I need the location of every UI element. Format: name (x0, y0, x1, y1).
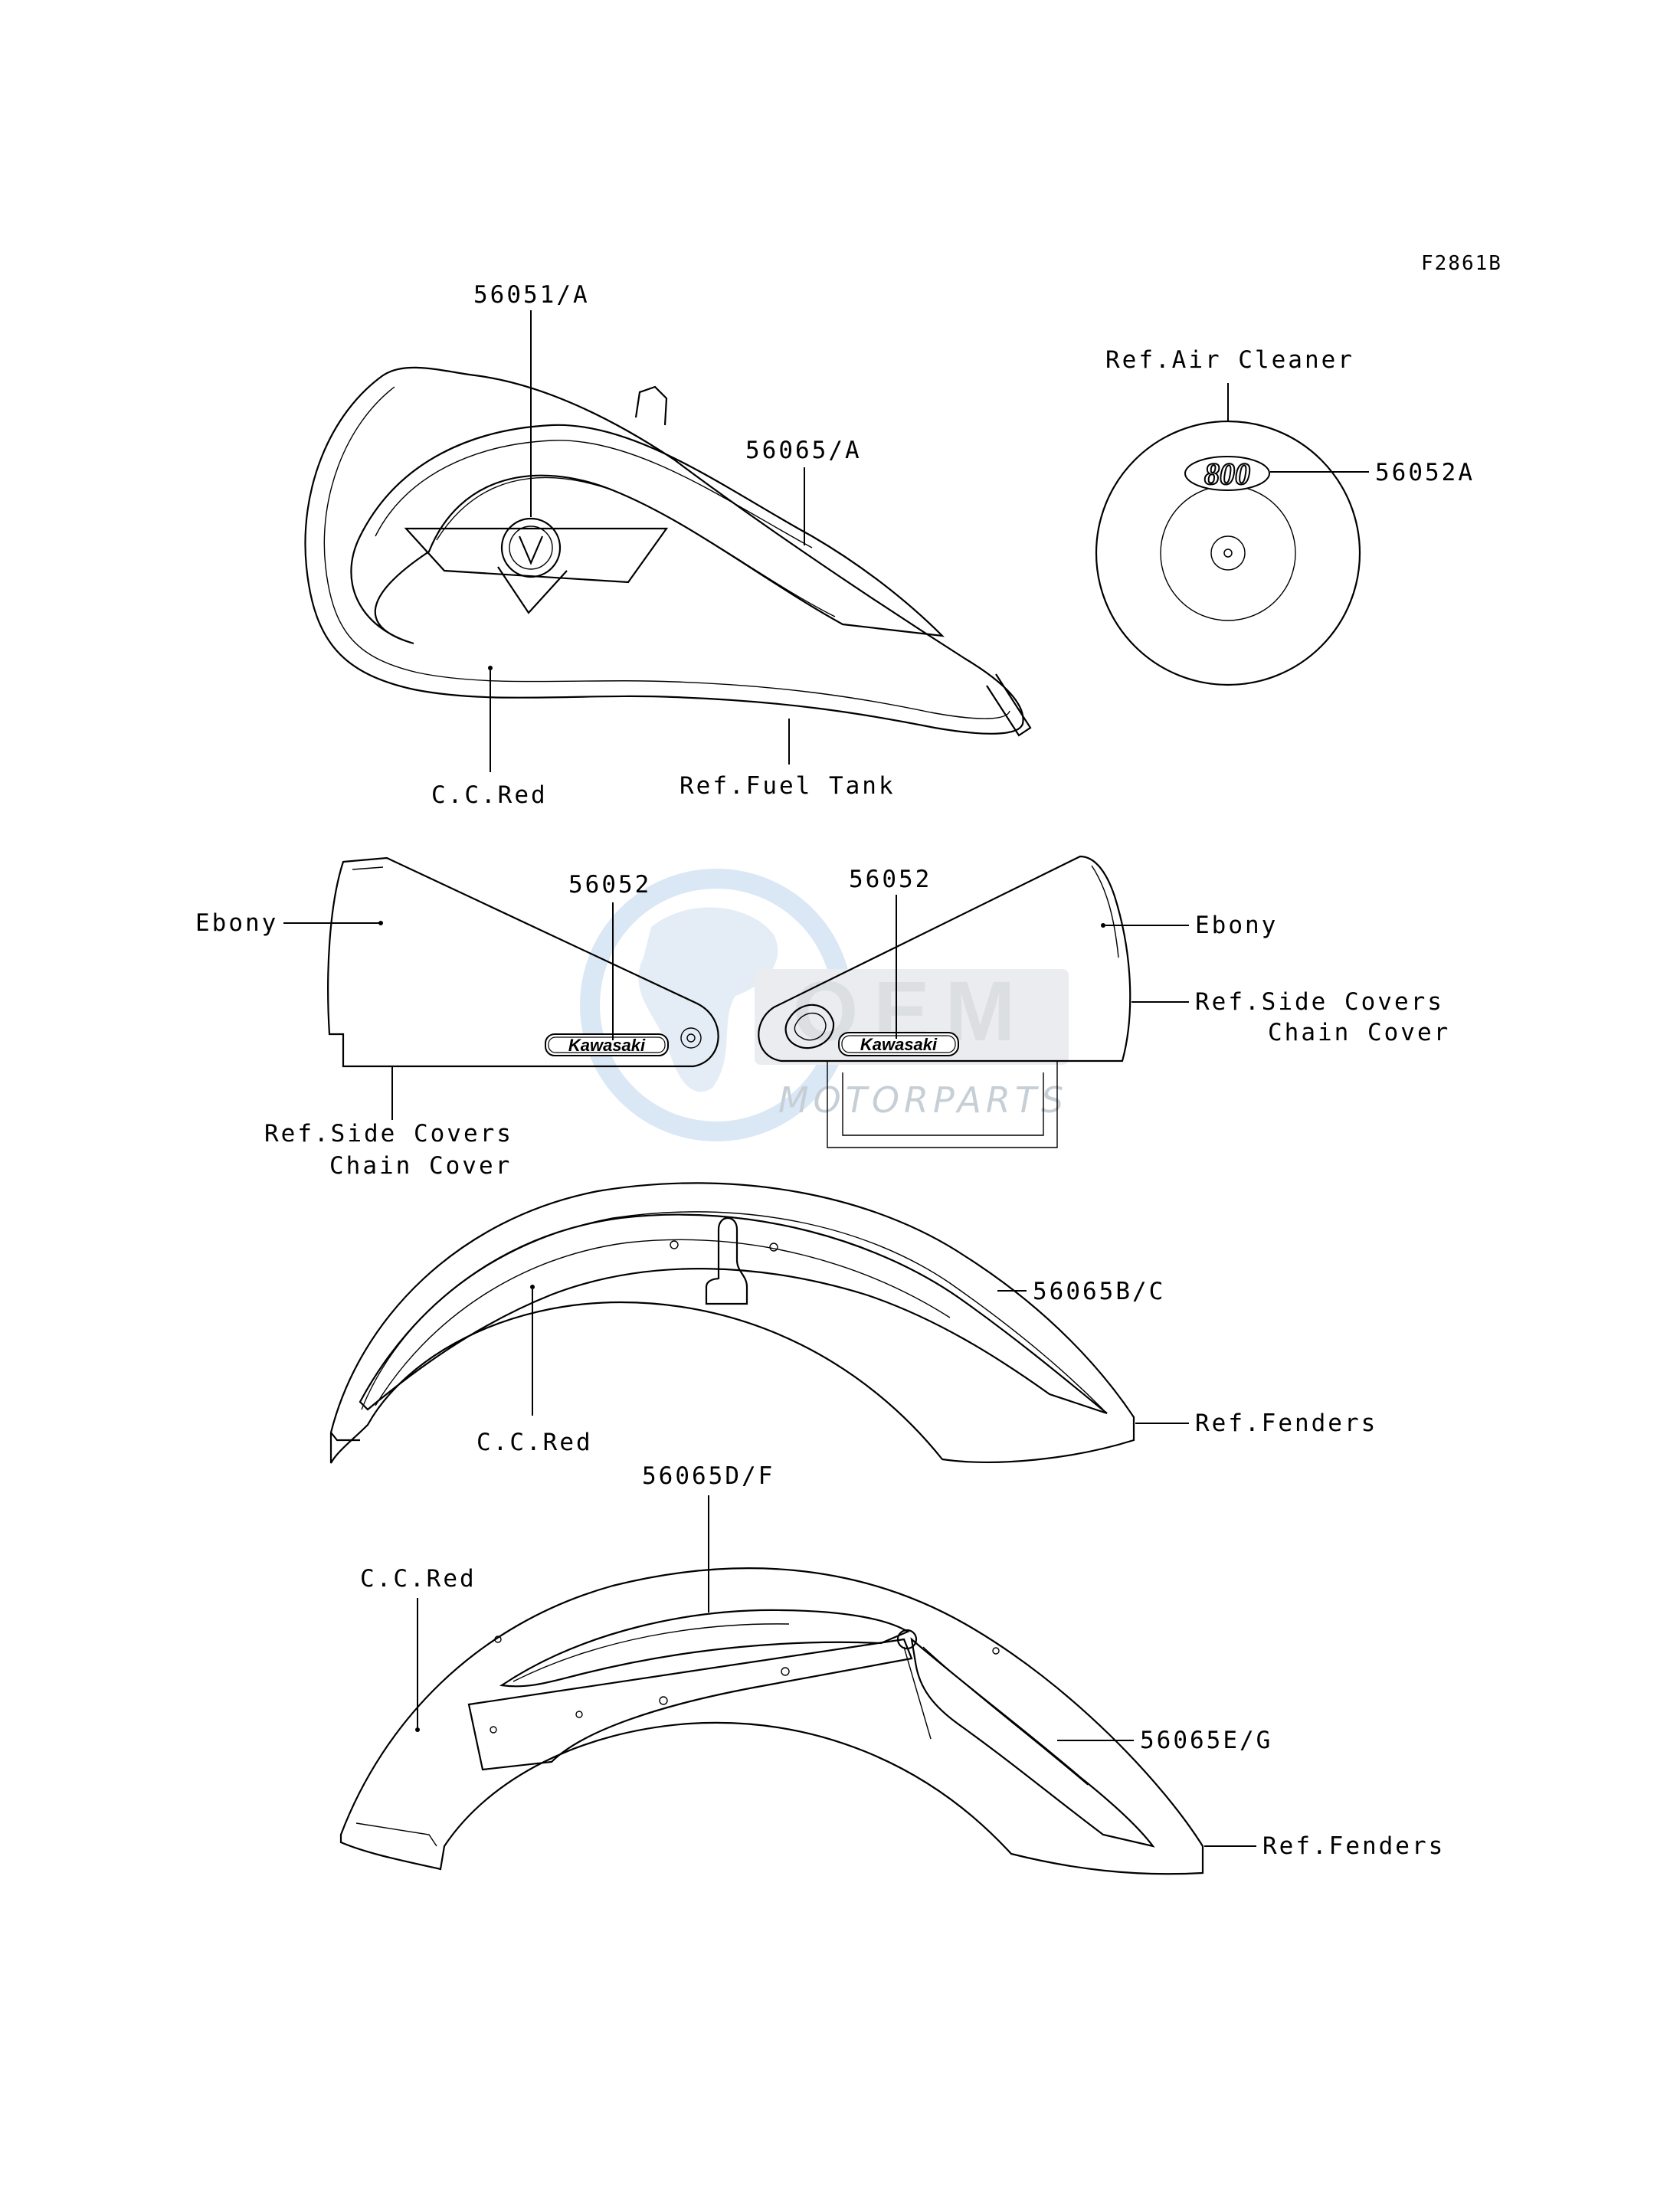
callout-56052-right: 56052 (849, 866, 932, 893)
ref-fenders-rear: Ref.Fenders (1262, 1832, 1445, 1860)
figure-code: F2861B (1421, 252, 1502, 275)
color-ebony-right: Ebony (1195, 912, 1278, 939)
fuel-tank-drawing (304, 366, 1032, 737)
left-side-cover-drawing: Kawasaki (327, 856, 719, 1068)
kawasaki-decal-right: Kawasaki (860, 1035, 938, 1054)
rear-fender-drawing (339, 1567, 1204, 1875)
globe-continent-icon (638, 907, 778, 1092)
callout-56052a: 56052A (1375, 459, 1475, 486)
air-cleaner-drawing: 800 (1095, 420, 1361, 686)
oem-watermark: OEM MOTORPARTS (580, 869, 1069, 1141)
color-cc-red-front: C.C.Red (476, 1429, 593, 1456)
kawasaki-decal-left: Kawasaki (568, 1036, 646, 1055)
ref-side-covers-right-line2: Chain Cover (1268, 1019, 1450, 1046)
ref-side-covers-right-line1: Ref.Side Covers (1195, 988, 1444, 1016)
cc-red-tank-dot (488, 666, 493, 670)
air-cleaner-800-decal: 800 (1204, 457, 1250, 491)
watermark-subtitle: MOTORPARTS (778, 1079, 1068, 1121)
ref-air-cleaner: Ref.Air Cleaner (1105, 346, 1354, 374)
callout-56065bc: 56065B/C (1033, 1278, 1165, 1305)
oem-logo-block (755, 969, 1069, 1065)
callout-56052-left: 56052 (568, 871, 651, 899)
front-fender-drawing (329, 1182, 1135, 1464)
callout-56065eg: 56065E/G (1140, 1727, 1272, 1754)
callout-56065df: 56065D/F (642, 1462, 775, 1490)
color-cc-red-rear: C.C.Red (360, 1565, 476, 1593)
ref-side-covers-left-line2: Chain Cover (329, 1152, 512, 1180)
ref-fuel-tank: Ref.Fuel Tank (680, 772, 896, 800)
ref-side-covers-left-line1: Ref.Side Covers (264, 1120, 513, 1148)
color-cc-red-tank: C.C.Red (431, 781, 548, 809)
callout-56065a: 56065/A (745, 437, 862, 464)
ref-fenders-front: Ref.Fenders (1195, 1410, 1377, 1437)
callout-56051a: 56051/A (473, 281, 590, 309)
color-ebony-left: Ebony (195, 909, 278, 937)
right-side-cover-drawing: Kawasaki (758, 855, 1131, 1148)
